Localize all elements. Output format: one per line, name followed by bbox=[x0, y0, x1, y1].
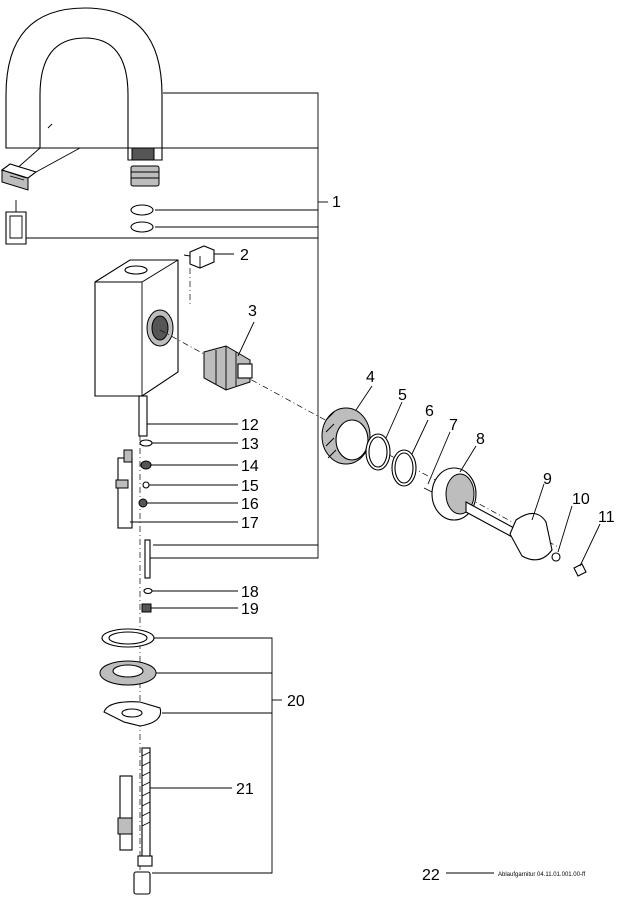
ring-6 bbox=[391, 419, 429, 487]
label-11: 11 bbox=[598, 509, 615, 526]
ring-5 bbox=[365, 401, 403, 471]
label-13: 13 bbox=[241, 436, 259, 453]
axis-line bbox=[159, 329, 561, 549]
aerator bbox=[0, 163, 38, 191]
lever-handle bbox=[465, 483, 553, 561]
screw-10 bbox=[551, 505, 573, 562]
label-2: 2 bbox=[240, 247, 249, 264]
label-5: 5 bbox=[398, 387, 407, 404]
bonnet-nut bbox=[321, 385, 373, 465]
label-1: 1 bbox=[332, 194, 341, 211]
label-10: 10 bbox=[572, 491, 590, 508]
mixer-body bbox=[94, 259, 179, 397]
label-8: 8 bbox=[476, 431, 485, 448]
pin-7 bbox=[423, 431, 451, 493]
cartridge bbox=[203, 321, 255, 391]
label-3: 3 bbox=[248, 303, 257, 320]
label-4: 4 bbox=[366, 369, 375, 386]
label-12: 12 bbox=[241, 417, 259, 434]
label-7: 7 bbox=[449, 417, 458, 434]
set-screw bbox=[183, 245, 234, 305]
screw-11 bbox=[573, 523, 601, 577]
label-16: 16 bbox=[241, 496, 259, 513]
label-22: 22 bbox=[422, 867, 440, 884]
mounting-set bbox=[99, 628, 282, 874]
label-15: 15 bbox=[241, 478, 259, 495]
aerator-key bbox=[5, 200, 27, 245]
label-6: 6 bbox=[425, 403, 434, 420]
label-19: 19 bbox=[241, 601, 259, 618]
label-14: 14 bbox=[241, 458, 259, 475]
label-21: 21 bbox=[236, 781, 254, 798]
threaded-rod bbox=[117, 747, 232, 895]
label-20: 20 bbox=[287, 693, 305, 710]
label-18: 18 bbox=[241, 584, 259, 601]
label-17: 17 bbox=[241, 515, 259, 532]
callout-bracket-1 bbox=[26, 92, 328, 559]
spout bbox=[5, 7, 163, 187]
footer-reference: Ablaufgarnitur 04.11.01.001.00-ff bbox=[498, 872, 586, 878]
spout-o-rings bbox=[130, 204, 154, 233]
lower-small-parts bbox=[115, 395, 238, 613]
label-9: 9 bbox=[543, 471, 552, 488]
